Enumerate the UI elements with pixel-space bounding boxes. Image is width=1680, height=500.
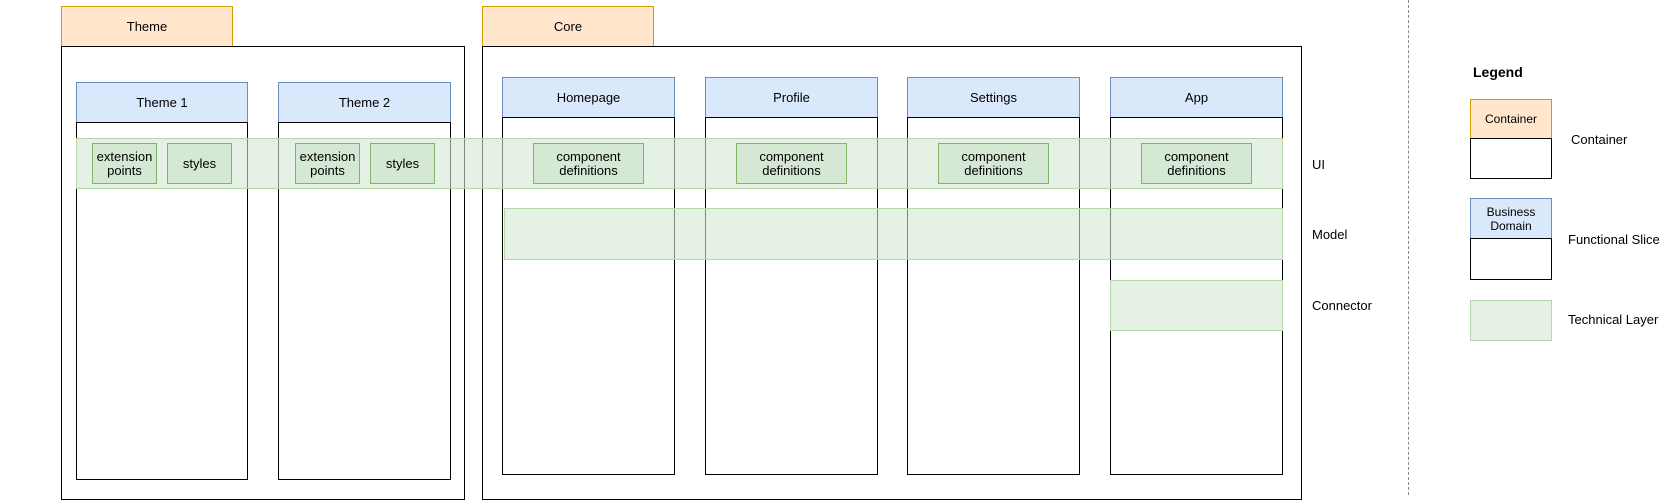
- homepage-label: Homepage: [556, 90, 621, 105]
- ui-layer-label: UI: [1312, 156, 1325, 172]
- legend-layer-swatch: [1470, 300, 1552, 341]
- theme2-styles[interactable]: styles: [370, 143, 435, 184]
- theme2-slice-header[interactable]: Theme 2: [278, 82, 451, 123]
- theme1-styles[interactable]: styles: [167, 143, 232, 184]
- connector-layer-band[interactable]: [1110, 280, 1283, 331]
- core-container-label: Core: [553, 19, 583, 34]
- settings-component-definitions[interactable]: component definitions: [938, 143, 1049, 184]
- profile-component-definitions[interactable]: component definitions: [736, 143, 847, 184]
- theme-container-label: Theme: [126, 19, 168, 34]
- model-layer-band[interactable]: [504, 208, 1283, 260]
- connector-layer-label: Connector: [1312, 297, 1372, 313]
- theme1-extension-points[interactable]: extension points: [92, 143, 157, 184]
- profile-label: Profile: [773, 90, 810, 105]
- core-container-tab[interactable]: Core: [482, 6, 654, 47]
- legend-divider: [1408, 0, 1409, 495]
- app-slice-header[interactable]: App: [1110, 77, 1283, 118]
- model-layer-label: Model: [1312, 226, 1348, 242]
- theme-container-tab[interactable]: Theme: [61, 6, 233, 47]
- legend-container-swatch: Container: [1470, 99, 1552, 139]
- homepage-slice-header[interactable]: Homepage: [502, 77, 675, 118]
- theme2-extension-points[interactable]: extension points: [295, 143, 360, 184]
- legend-container-body: [1470, 138, 1552, 179]
- homepage-component-definitions[interactable]: component definitions: [533, 143, 644, 184]
- legend-container-desc: Container: [1571, 131, 1628, 147]
- theme1-slice-header[interactable]: Theme 1: [76, 82, 248, 123]
- legend-title: Legend: [1473, 64, 1523, 80]
- app-component-definitions[interactable]: component definitions: [1141, 143, 1252, 184]
- legend-domain-swatch: Business Domain: [1470, 198, 1552, 239]
- ui-layer-band[interactable]: [76, 138, 1283, 189]
- theme1-label: Theme 1: [136, 95, 188, 110]
- legend-layer-desc: Technical Layer: [1568, 311, 1659, 327]
- legend-domain-body: [1470, 238, 1552, 280]
- settings-label: Settings: [970, 90, 1017, 105]
- profile-slice-header[interactable]: Profile: [705, 77, 878, 118]
- settings-slice-header[interactable]: Settings: [907, 77, 1080, 118]
- app-label: App: [1184, 90, 1209, 105]
- legend-domain-desc: Functional Slice: [1568, 231, 1660, 247]
- theme2-label: Theme 2: [338, 95, 391, 110]
